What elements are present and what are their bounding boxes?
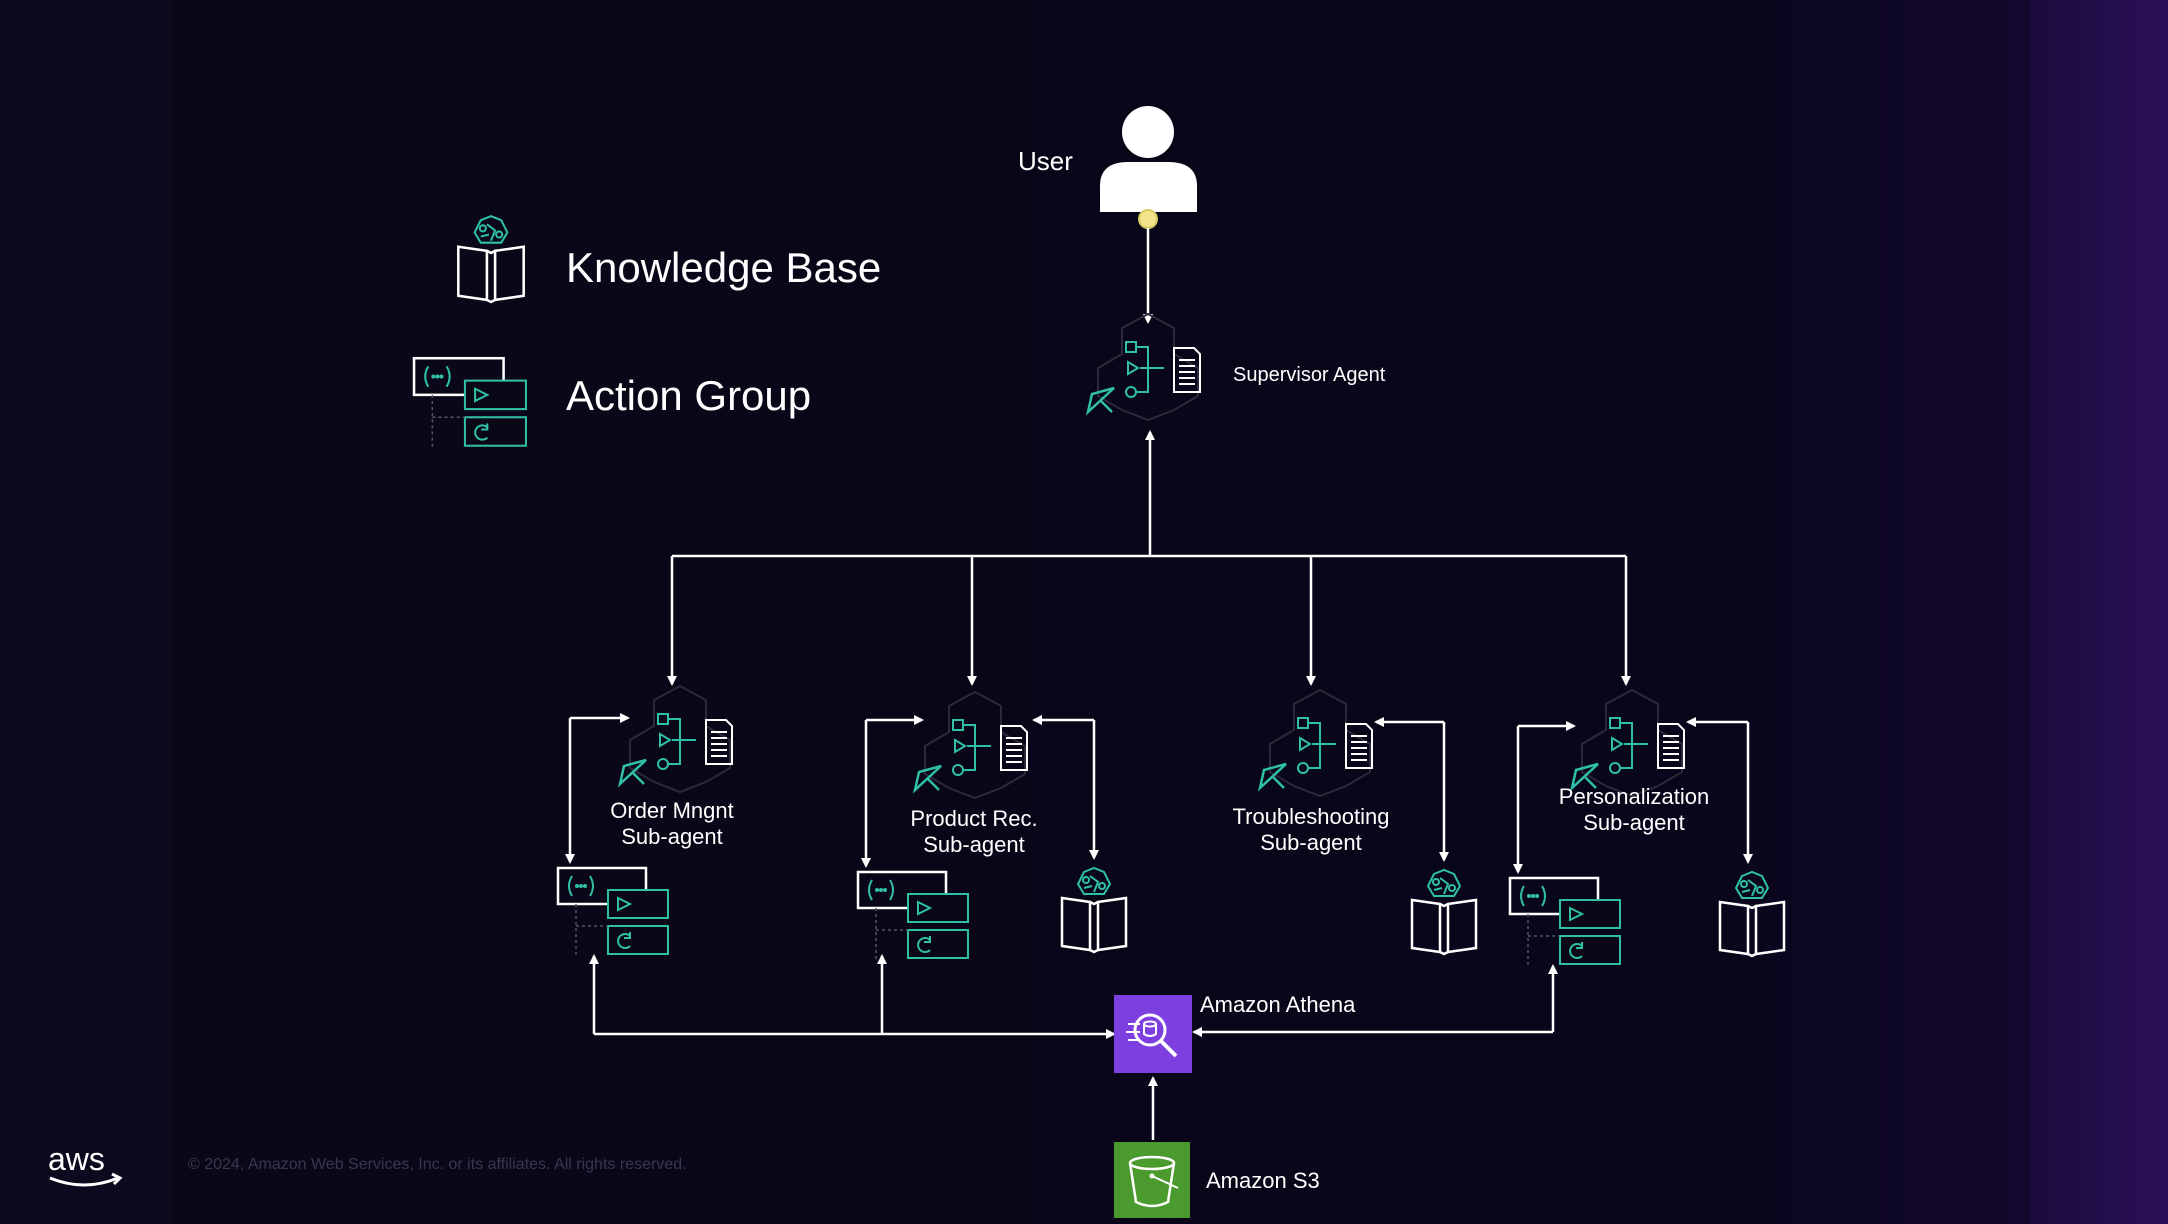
legend-action-group-icon: [412, 356, 528, 450]
personalization-action-group-icon: [1508, 876, 1622, 968]
product-kb-icon: [1060, 866, 1128, 954]
personalization-kb-icon: [1718, 870, 1786, 958]
copyright-footer: © 2024, Amazon Web Services, Inc. or its…: [188, 1156, 687, 1173]
personalization-agent-icon: [1570, 688, 1686, 798]
s3-icon: [1114, 1142, 1190, 1218]
athena-label: Amazon Athena: [1200, 992, 1356, 1017]
athena-icon: [1114, 995, 1192, 1073]
aws-logo-text: aws: [48, 1141, 105, 1177]
sub-agent-label-personalization: Personalization Sub-agent: [1558, 784, 1710, 836]
product-action-group-icon: [856, 870, 970, 962]
user-icon: [1100, 106, 1197, 229]
order-action-group-icon: [556, 866, 670, 958]
order-agent-icon: [618, 684, 734, 794]
tool-loops: [565, 713, 1753, 874]
troubleshooting-kb-icon: [1410, 868, 1478, 956]
legend-knowledge-base-label: Knowledge Base: [566, 244, 882, 291]
sub-agent-label-order: Order Mngnt Sub-agent: [610, 798, 734, 850]
legend-action-group-label: Action Group: [566, 372, 812, 419]
s3-label: Amazon S3: [1206, 1168, 1320, 1193]
legend-knowledge-base-icon: [457, 214, 525, 304]
product-agent-icon: [913, 690, 1029, 800]
sub-agent-label-product: Product Rec. Sub-agent: [910, 806, 1038, 858]
right-band: [2030, 0, 2168, 1224]
supervisor-connector: [667, 430, 1631, 686]
supervisor-agent-label: Supervisor Agent: [1233, 364, 1386, 386]
user-label: User: [1018, 146, 1073, 176]
left-band: [0, 0, 170, 1224]
troubleshooting-agent-icon: [1258, 688, 1374, 798]
sub-agent-label-troubleshooting: Troubleshooting Sub-agent: [1232, 804, 1390, 856]
athena-connections: [589, 954, 1558, 1140]
aws-logo: aws: [44, 1140, 128, 1195]
supervisor-agent-icon: [1086, 312, 1202, 422]
